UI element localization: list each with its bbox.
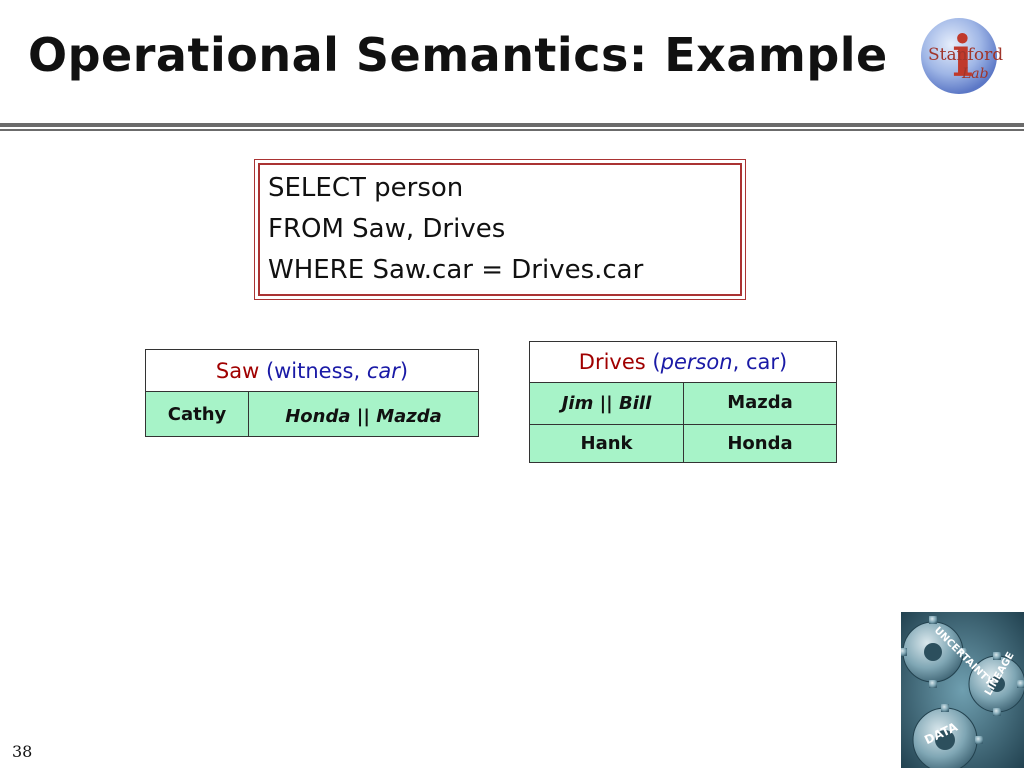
sql-from-line: FROM Saw, Drives <box>268 214 506 244</box>
stanford-infolab-logo: i Stanford Lab <box>921 18 1003 94</box>
sql-where-line: WHERE Saw.car = Drives.car <box>268 255 644 285</box>
drives-table-header: Drives (person, car) <box>529 341 837 383</box>
table-cell: Honda || Mazda <box>248 391 479 437</box>
table-cell: Cathy <box>145 391 249 437</box>
data-lineage-uncertainty-gears-graphic: UNCERTAINTY LINEAGE DATA <box>901 612 1024 768</box>
logo-word: Stanford <box>928 45 1003 65</box>
table-cell: Mazda <box>683 382 837 425</box>
table-cell: Honda <box>683 424 837 463</box>
title-rule-thin <box>0 129 1024 131</box>
logo-subword: Lab <box>961 66 989 82</box>
sql-select-line: SELECT person <box>268 173 464 203</box>
drives-table: Drives (person, car) Jim || Bill Mazda H… <box>529 341 837 463</box>
saw-table-header: Saw (witness, car) <box>145 349 479 392</box>
logo-letter: i <box>952 24 973 90</box>
page-number: 38 <box>12 742 33 761</box>
table-cell: Jim || Bill <box>529 382 684 425</box>
saw-table: Saw (witness, car) Cathy Honda || Mazda <box>145 349 479 437</box>
slide-title: Operational Semantics: Example <box>28 28 888 82</box>
sql-query-box: SELECT person FROM Saw, Drives WHERE Saw… <box>254 159 746 300</box>
sql-query-inner-border <box>258 163 742 296</box>
title-rule <box>0 123 1024 127</box>
table-cell: Hank <box>529 424 684 463</box>
